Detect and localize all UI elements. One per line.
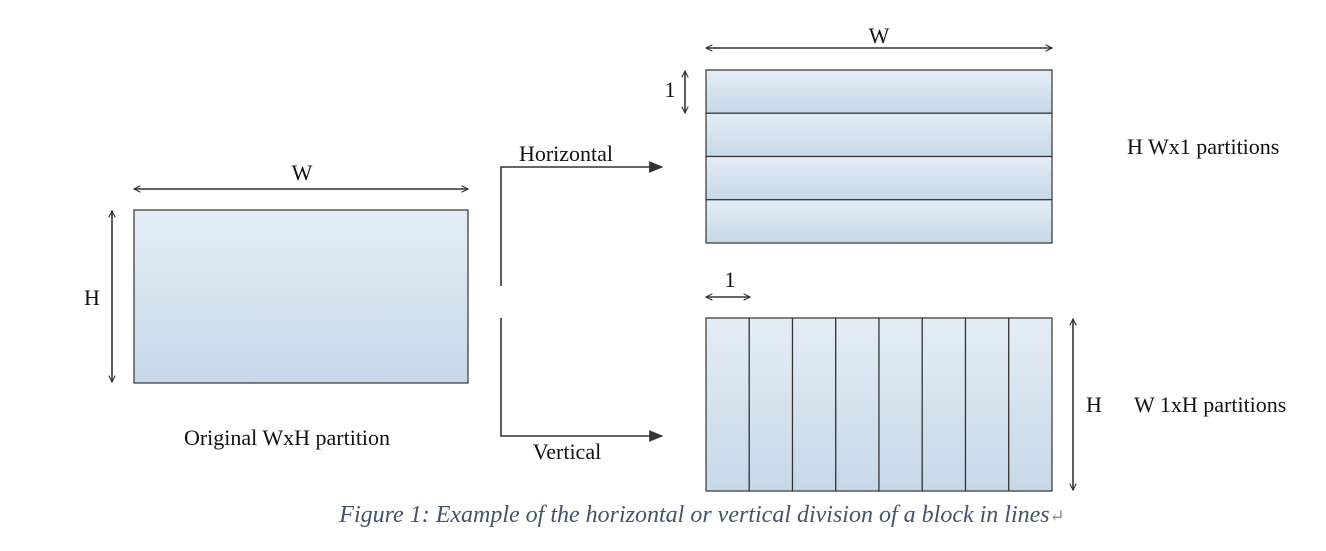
vertical-height-label: H — [1086, 392, 1102, 417]
vertical-partition-columns — [705, 317, 1053, 492]
vertical-result-description: W 1xH partitions — [1134, 392, 1286, 417]
vertical-partition-column — [835, 317, 880, 492]
vertical-partition-column — [878, 317, 923, 492]
horizontal-unit-label: 1 — [665, 77, 676, 102]
original-block — [133, 209, 469, 384]
horizontal-partition-row — [705, 112, 1053, 158]
horizontal-partition-row — [705, 69, 1053, 114]
horizontal-partition-row — [705, 199, 1053, 244]
original-height-label: H — [84, 285, 100, 310]
vertical-partition-column — [921, 317, 967, 492]
vertical-partition-column — [964, 317, 1010, 492]
horizontal-width-label: W — [869, 23, 890, 48]
horizontal-result-group: W 1 H Wx1 partitions — [665, 23, 1279, 244]
horizontal-branch-arrow — [500, 161, 664, 286]
vertical-partition-column — [705, 317, 750, 492]
original-width-label: W — [292, 160, 313, 185]
figure-caption: Figure 1: Example of the horizontal or v… — [338, 502, 1064, 528]
paragraph-mark-icon: ↵ — [1050, 506, 1065, 526]
original-caption: Original WxH partition — [184, 425, 390, 450]
vertical-branch-label: Vertical — [533, 439, 601, 464]
horizontal-result-description: H Wx1 partitions — [1127, 134, 1279, 159]
figure-caption-text: Figure 1: Example of the horizontal or v… — [338, 502, 1049, 528]
vertical-partition-column — [1008, 317, 1053, 492]
horizontal-partition-rows — [705, 69, 1053, 244]
vertical-partition-column — [748, 317, 794, 492]
vertical-result-group: 1 H W 1xH partitions — [705, 267, 1286, 492]
vertical-branch-arrow — [500, 318, 664, 442]
branch-connector: Horizontal Vertical — [500, 141, 664, 464]
vertical-partition-column — [791, 317, 837, 492]
original-block-group: W H Original WxH partition — [84, 160, 468, 450]
vertical-unit-label: 1 — [725, 267, 736, 292]
horizontal-partition-row — [705, 155, 1053, 201]
horizontal-branch-label: Horizontal — [519, 141, 613, 166]
